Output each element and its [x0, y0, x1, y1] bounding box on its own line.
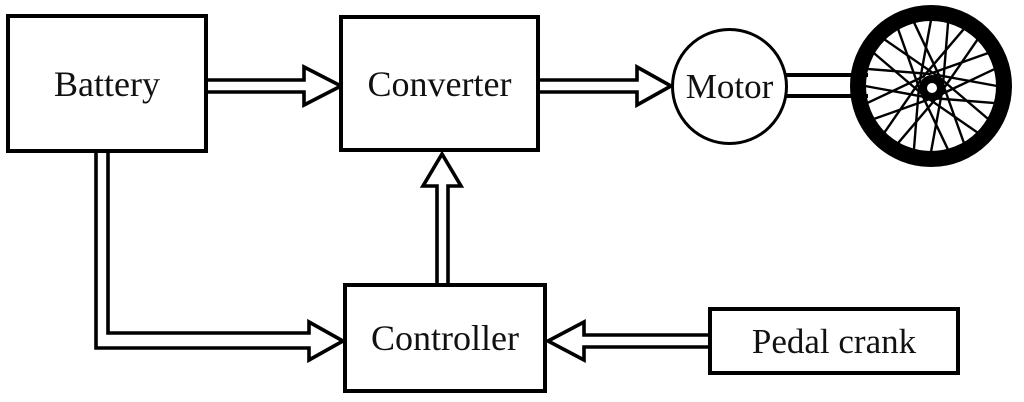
- wheel-spokes: [864, 19, 998, 153]
- arrow-battery-to-converter: [208, 64, 345, 108]
- wheel-hub-hole: [927, 83, 937, 93]
- node-pedal-crank: Pedal crank: [708, 307, 960, 375]
- node-pedal-crank-label: Pedal crank: [751, 321, 917, 361]
- node-converter: Converter: [339, 15, 540, 152]
- node-motor: Motor: [671, 28, 788, 145]
- arrow-battery-to-controller: [94, 150, 347, 364]
- node-motor-label: Motor: [685, 67, 774, 106]
- arrow-pedalcrank-to-controller: [544, 319, 708, 363]
- arrow-controller-to-converter: [419, 150, 465, 284]
- node-battery: Battery: [6, 14, 208, 153]
- node-controller: Controller: [343, 283, 547, 393]
- arrow-converter-to-motor: [540, 63, 675, 109]
- bicycle-wheel-icon: [850, 5, 1012, 167]
- node-converter-label: Converter: [367, 63, 512, 104]
- node-controller-label: Controller: [371, 318, 519, 358]
- node-battery-label: Battery: [54, 63, 160, 104]
